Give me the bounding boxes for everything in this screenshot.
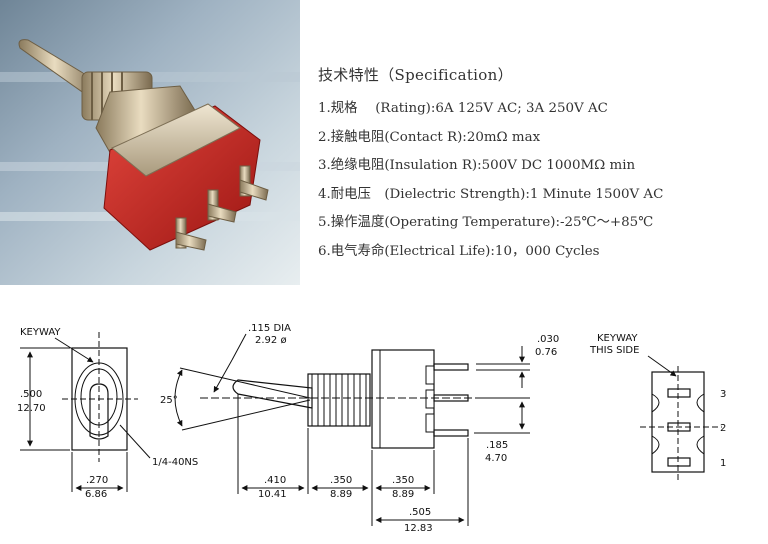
thread-leader <box>119 424 151 459</box>
keyway-label: KEYWAY <box>20 327 61 338</box>
thread-lines <box>311 374 367 426</box>
bushing-side <box>307 373 371 427</box>
front-width-mm: 6.86 <box>85 489 107 500</box>
keyway-side-line2: THIS SIDE <box>589 345 639 356</box>
keyway-leader <box>54 337 94 363</box>
front-width-in: .270 <box>86 475 108 486</box>
switch-body-side <box>371 349 435 449</box>
dia-mm: 2.92 ø <box>255 335 287 346</box>
lever-len-mm: 10.41 <box>258 489 287 500</box>
notch-right-top <box>696 393 705 413</box>
body-len-mm: 8.89 <box>392 489 414 500</box>
keyway-side-leader <box>647 355 677 377</box>
spec-contact-resistance: 2.接触电阻(Contact R):20mΩ max <box>318 129 541 145</box>
angle-label: 25° <box>160 395 178 406</box>
lever-front <box>89 383 109 440</box>
notch-right-bottom <box>696 435 705 455</box>
pin-1-label: 1 <box>720 458 726 469</box>
specification-panel: 技术特性（Specification） 1.规格 (Rating):6A 125… <box>318 64 764 266</box>
notch-left-bottom <box>651 435 660 455</box>
terminal-pad-3 <box>667 388 691 398</box>
height-in: .500 <box>20 389 42 400</box>
terminal-pitch-in: .185 <box>486 440 508 451</box>
terminal-pitch-mm: 4.70 <box>485 453 507 464</box>
thread-label: 1/4-40NS <box>152 457 198 468</box>
spec-electrical-life: 6.电气寿命(Electrical Life):10，000 Cycles <box>318 243 600 259</box>
spec-dielectric-strength: 4.耐电压 (Dielectric Strength):1 Minute 150… <box>318 186 664 202</box>
spec-insulation-resistance: 3.绝缘电阻(Insulation R):500V DC 1000MΩ min <box>318 158 636 173</box>
lever-side <box>232 379 313 409</box>
terminal-mid <box>433 394 469 402</box>
total-len-in: .505 <box>409 507 431 518</box>
height-mm: 12.70 <box>17 403 46 414</box>
terminal-top <box>433 363 469 371</box>
terminal-slot-top <box>425 365 435 385</box>
terminal-slot-bottom <box>425 413 435 433</box>
bush-len-mm: 8.89 <box>330 489 352 500</box>
terminal-pad-1 <box>667 457 691 467</box>
dia-leader-arrow <box>213 359 233 393</box>
lever-len-in: .410 <box>264 475 286 486</box>
spec-operating-temperature: 5.操作温度(Operating Temperature):-25℃～+85℃ <box>318 215 654 230</box>
product-photo <box>0 0 300 285</box>
dimension-drawing: KEYWAY .500 12.70 1/4-40NS .270 6.86 <box>0 290 768 540</box>
terminal-bottom <box>433 429 469 437</box>
bush-len-in: .350 <box>330 475 352 486</box>
pin-2-label: 2 <box>720 423 726 434</box>
dia-leader <box>231 333 247 361</box>
specification-title: 技术特性（Specification） <box>318 66 513 84</box>
notch-left-top <box>651 393 660 413</box>
spec-rating: 1.规格 (Rating):6A 125V AC; 3A 250V AC <box>318 101 608 116</box>
keyway-side-line1: KEYWAY <box>597 333 638 344</box>
toggle-switch-photo <box>0 0 300 285</box>
terminal-thick-mm: 0.76 <box>535 347 557 358</box>
terminal-thick-in: .030 <box>537 334 559 345</box>
terminal-slot-mid <box>425 389 435 409</box>
terminal-pad-2 <box>667 422 691 432</box>
dimension-drawing-svg: KEYWAY .500 12.70 1/4-40NS .270 6.86 <box>17 323 726 534</box>
total-len-mm: 12.83 <box>404 523 433 534</box>
pin-3-label: 3 <box>720 389 726 400</box>
terminal-view: KEYWAY THIS SIDE 3 2 1 <box>589 333 726 480</box>
angle-line-lower <box>181 399 311 431</box>
front-view: KEYWAY .500 12.70 1/4-40NS .270 6.86 <box>17 327 198 500</box>
dia-in: .115 DIA <box>248 323 291 334</box>
angle-line-upper <box>179 367 311 399</box>
body-len-in: .350 <box>392 475 414 486</box>
side-view: 25° .115 DIA 2.92 ø <box>160 323 559 534</box>
angle-arc <box>174 369 183 427</box>
